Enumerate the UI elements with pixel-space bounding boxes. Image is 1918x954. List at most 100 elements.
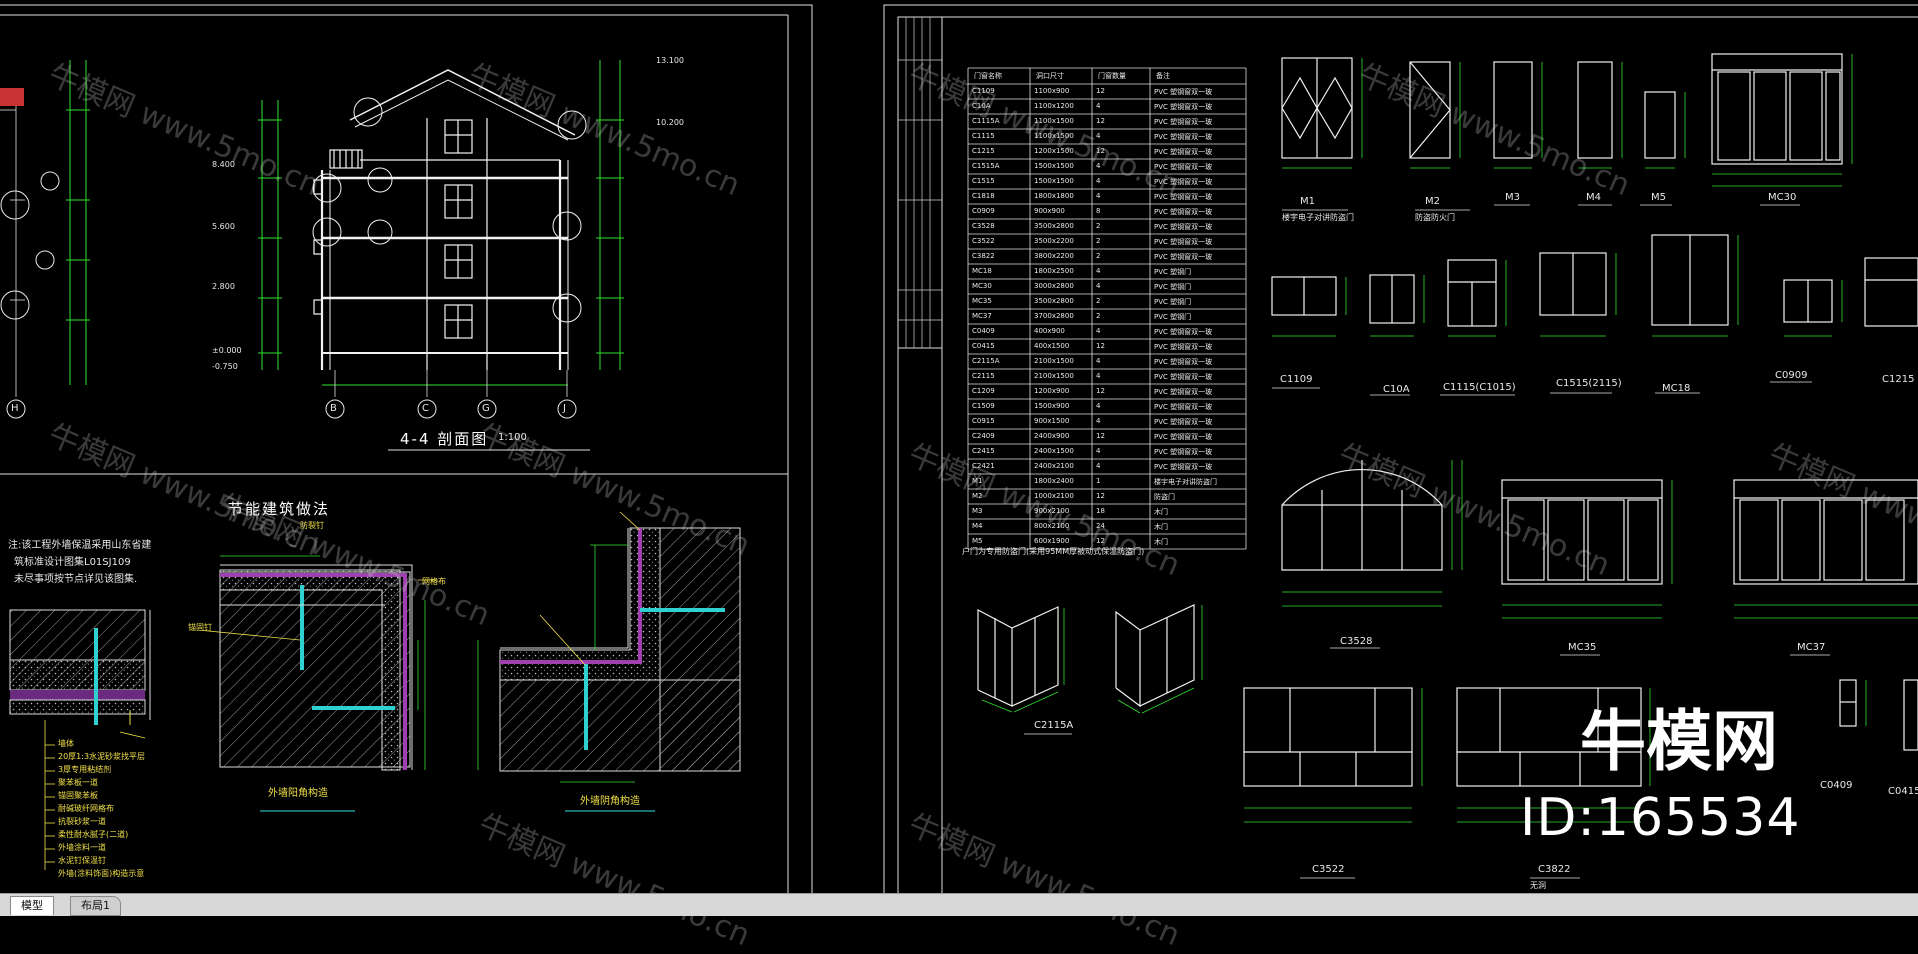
grid-axis-c: C [422,403,429,414]
table-header-cell: 门窗名称 [974,72,1002,80]
table-cell: 4 [1096,402,1101,410]
table-cell: 900x900 [1034,207,1065,215]
layer-note: 水泥钉保温钉 [58,856,106,865]
table-cell: 4 [1096,177,1101,185]
outer-corner-detail [219,564,413,771]
table-cell: MC18 [972,267,992,275]
elevation-label: MC30 [1768,192,1797,203]
table-cell: PVC 塑钢窗双一玻 [1154,238,1213,246]
table-cell: 4 [1096,357,1101,365]
table-cell: PVC 塑钢窗双一玻 [1154,103,1213,111]
table-cell: 4 [1096,132,1101,140]
layer-note: 抗裂砂浆一道 [58,817,106,826]
callout-mesh: 网格布 [422,577,446,586]
elevation-label: C3822 [1538,864,1571,875]
layer-note: 外墙(涂料饰面)构造示意 [58,869,145,878]
table-cell: PVC 塑钢窗双一玻 [1154,88,1213,96]
table-cell: M4 [972,522,983,530]
table-cell: 400x1500 [1034,342,1070,350]
table-cell: 2 [1096,297,1101,305]
elev-mark: ±0.000 [212,346,242,355]
table-cell: 3700x2800 [1034,312,1074,320]
table-cell: 3500x2200 [1034,237,1074,245]
table-cell: MC37 [972,312,992,320]
elevation-label: C3528 [1340,636,1373,647]
table-cell: PVC 塑钢门 [1154,268,1192,276]
elev-mark: 10.200 [656,118,684,127]
table-cell: C1515A [972,162,1000,170]
table-cell: PVC 塑钢窗双一玻 [1154,193,1213,201]
door-window-table [967,67,1247,550]
tab-model[interactable]: 模型 [10,896,54,915]
table-cell: M2 [972,492,983,500]
elev-mark: 13.100 [656,56,684,65]
table-cell: M1 [972,477,983,485]
table-cell: C0915 [972,417,995,425]
table-cell: 4 [1096,327,1101,335]
inner-corner-detail [499,527,741,772]
table-cell: 1000x2100 [1034,492,1074,500]
elev-mark: 2.800 [212,282,235,291]
table-cell: M3 [972,507,983,515]
table-cell: 4 [1096,372,1101,380]
sheet-borders [0,4,1918,893]
layer-note: 3厚专用粘结剂 [58,765,112,774]
tab-layout1[interactable]: 布局1 [70,896,121,916]
table-cell: C1115 [972,132,995,140]
table-cell: C1209 [972,387,995,395]
table-cell: 木门 [1154,538,1168,546]
table-cell: 12 [1096,387,1105,395]
table-cell: C3522 [972,237,995,245]
table-cell: 12 [1096,117,1105,125]
elevation-label: M1 [1300,196,1315,207]
table-cell: C1115A [972,117,1000,125]
energy-title: 节能建筑做法 [228,500,331,518]
section-title: 4-4 剖面图 [400,430,489,448]
table-cell: 3000x2800 [1034,282,1074,290]
table-cell: C1818 [972,192,995,200]
table-cell: C0909 [972,207,995,215]
elevation-label: C0909 [1775,370,1808,381]
table-cell: 防盗门 [1154,493,1175,501]
table-cell: 600x1900 [1034,537,1070,545]
layer-note: 耐碱玻纤网格布 [58,804,114,813]
table-cell: C1515 [972,177,995,185]
elev-mark: 5.600 [212,222,235,231]
table-cell: 3500x2800 [1034,297,1074,305]
table-cell: 1500x1500 [1034,177,1074,185]
table-cell: 2 [1096,252,1101,260]
table-cell: 12 [1096,492,1105,500]
elevation-label: C1515(2115) [1556,378,1622,389]
table-cell: PVC 塑钢门 [1154,298,1192,306]
elev-mark: -0.750 [212,362,238,371]
table-cell: 木门 [1154,508,1168,516]
table-cell: PVC 塑钢窗双一玻 [1154,328,1213,336]
table-cell: 4 [1096,267,1101,275]
elevation-label: MC37 [1797,642,1826,653]
table-cell: 1500x1500 [1034,162,1074,170]
table-cell: 12 [1096,147,1105,155]
table-cell: C2115A [972,357,1000,365]
table-cell: PVC 塑钢窗双一玻 [1154,403,1213,411]
table-cell: C3528 [972,222,995,230]
table-cell: C2421 [972,462,995,470]
table-cell: 12 [1096,342,1105,350]
table-cell: 1200x1500 [1034,147,1074,155]
outer-corner-label: 外墙阳角构造 [268,788,328,799]
m1-note: 楼宇电子对讲防盗门 [1282,213,1354,222]
table-cell: 2100x1500 [1034,357,1074,365]
table-cell: PVC 塑钢窗双一玻 [1154,178,1213,186]
energy-note-3: 未尽事项按节点详见该图集. [14,574,138,585]
section-scale: 1:100 [498,432,527,443]
elevation-label: M3 [1505,192,1520,203]
wall-layer-detail [9,609,151,725]
elevation-label: C10A [1383,384,1410,395]
table-cell: 900x2100 [1034,507,1070,515]
table-cell: 12 [1096,432,1105,440]
layer-note: 柔性耐水腻子(二道) [58,830,129,839]
table-cell: C2415 [972,447,995,455]
table-cell: PVC 塑钢窗双一玻 [1154,253,1213,261]
table-cell: PVC 塑钢窗双一玻 [1154,448,1213,456]
table-cell: 4 [1096,447,1101,455]
